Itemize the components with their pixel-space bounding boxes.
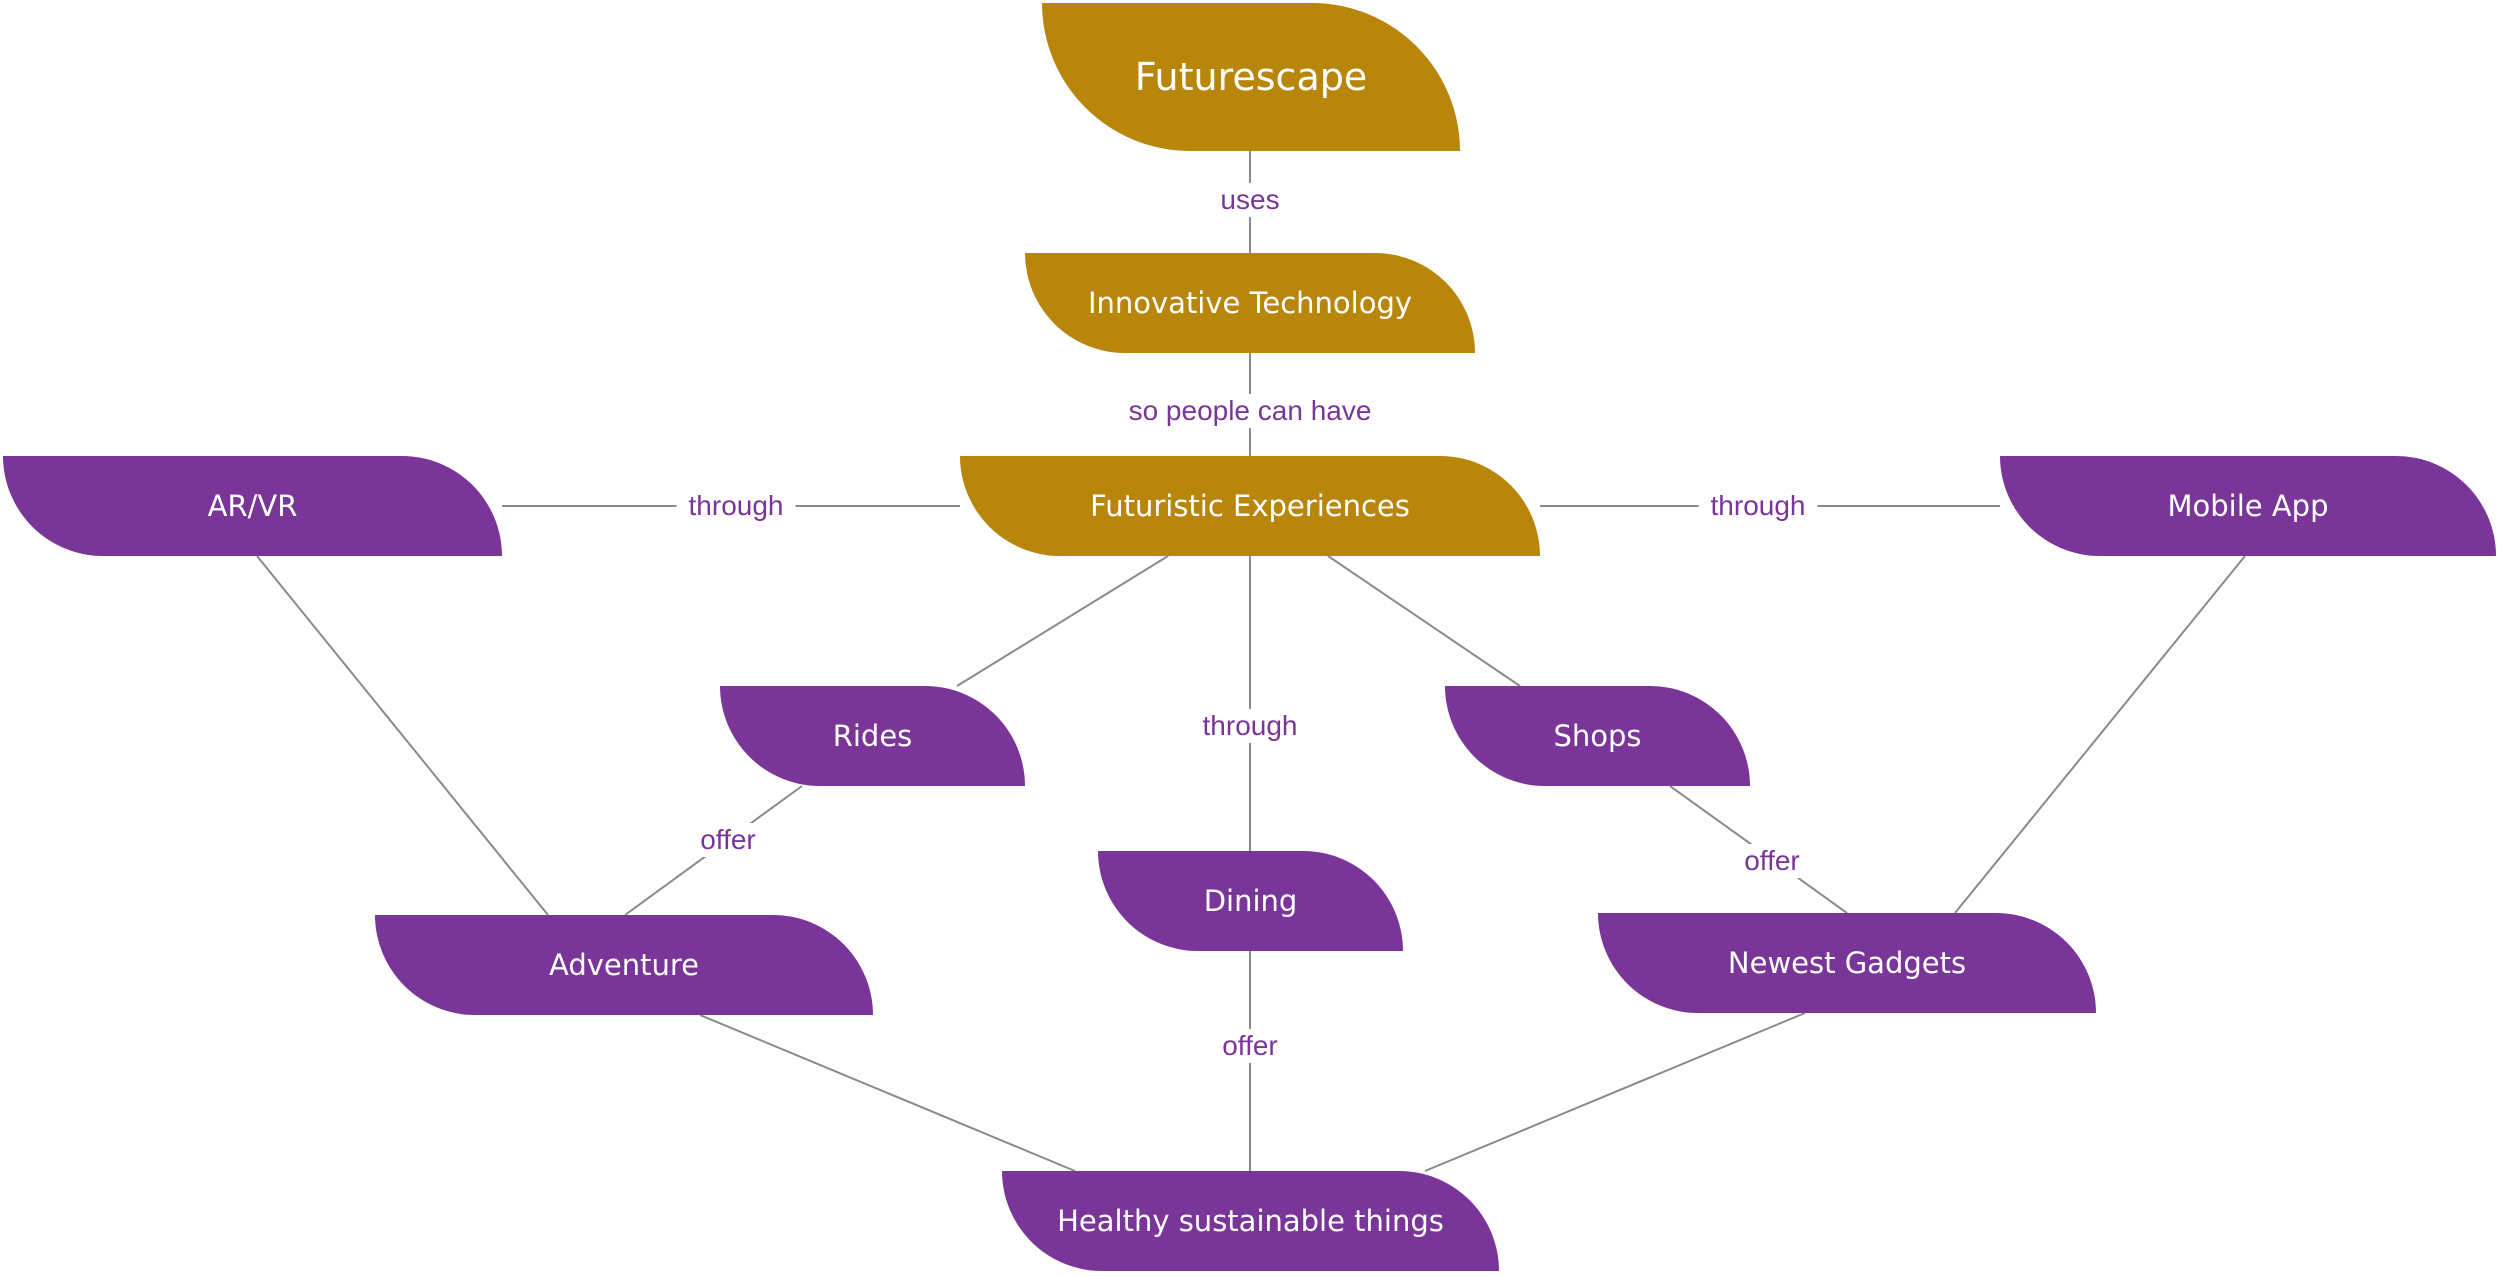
edge-arvr-adventure (256, 555, 549, 916)
node-newest-gadgets[interactable]: Newest Gadgets (1598, 913, 2096, 1013)
node-rides-label: Rides (832, 719, 913, 753)
node-healthy-sustainable-things[interactable]: Healthy sustainable things (1002, 1171, 1499, 1271)
node-ar-vr[interactable]: AR/VR (3, 456, 502, 556)
node-futuristic-experiences-label: Futuristic Experiences (1090, 489, 1410, 523)
node-adventure-label: Adventure (549, 948, 699, 982)
node-ar-vr-label: AR/VR (207, 489, 298, 523)
edge-label-through-mobile-app: through (1698, 489, 1818, 523)
node-rides[interactable]: Rides (720, 686, 1025, 786)
node-innovative-technology[interactable]: Innovative Technology (1025, 253, 1475, 353)
node-newest-gadgets-label: Newest Gadgets (1727, 946, 1967, 980)
edge-label-through-dining: through (1190, 709, 1310, 743)
node-futurescape-label: Futurescape (1134, 55, 1368, 99)
node-shops-label: Shops (1553, 719, 1642, 753)
edge-label-through-ar-vr: through (676, 489, 796, 523)
node-futurescape[interactable]: Futurescape (1042, 3, 1460, 151)
edge-label-offer-shops: offer (1732, 844, 1812, 878)
node-dining[interactable]: Dining (1098, 851, 1403, 951)
node-mobile-app-label: Mobile App (2167, 489, 2329, 523)
edge-label-offer-dining: offer (1210, 1029, 1290, 1063)
edge-experiences-rides (956, 555, 1169, 687)
edge-adventure-healthy (699, 1014, 1076, 1172)
node-innovative-technology-label: Innovative Technology (1087, 286, 1413, 320)
node-healthy-sustainable-things-label: Healthy sustainable things (1057, 1204, 1444, 1238)
node-mobile-app[interactable]: Mobile App (2000, 456, 2496, 556)
edge-mobile-gadgets (1954, 555, 2246, 914)
edge-label-so-people-can-have: so people can have (1116, 394, 1384, 428)
node-dining-label: Dining (1203, 884, 1298, 918)
edge-label-offer-rides: offer (688, 823, 768, 857)
node-adventure[interactable]: Adventure (375, 915, 873, 1015)
edge-label-uses: uses (1208, 183, 1292, 217)
node-futuristic-experiences[interactable]: Futuristic Experiences (960, 456, 1540, 556)
edge-gadgets-healthy (1424, 1012, 1806, 1172)
edge-experiences-shops (1327, 555, 1521, 687)
node-shops[interactable]: Shops (1445, 686, 1750, 786)
